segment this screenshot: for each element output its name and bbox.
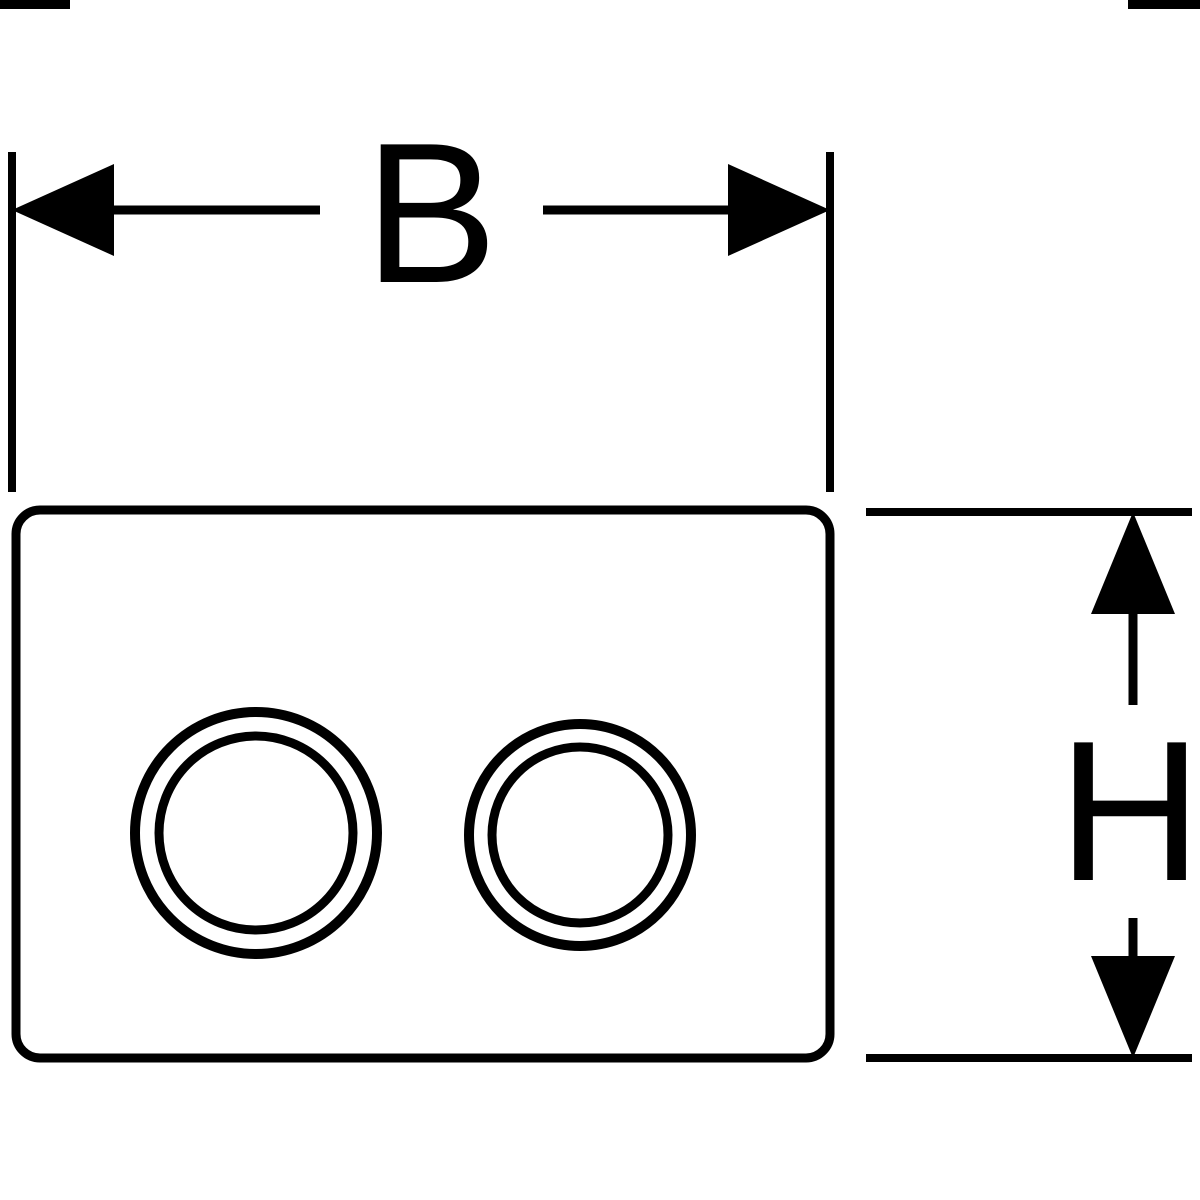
width-dimension (8, 152, 834, 492)
left-button-outer-ring (130, 707, 382, 959)
height-dimension-label: H (1058, 700, 1200, 923)
right-button-inner-ring (487, 742, 673, 928)
height-arrow-up-icon (1091, 512, 1175, 614)
width-arrow-left-icon (12, 164, 114, 256)
flush-plate (11, 505, 835, 1063)
width-arrow-right-icon (728, 164, 830, 256)
height-arrow-down-icon (1091, 956, 1175, 1058)
frame-mark-top-left (0, 0, 70, 9)
plate-outline (11, 505, 835, 1063)
left-button-inner-ring (154, 731, 358, 935)
width-dimension-label: B (364, 102, 497, 325)
height-dimension (866, 508, 1192, 1062)
right-button-outer-ring (464, 719, 696, 951)
frame-mark-top-right (1128, 0, 1200, 9)
